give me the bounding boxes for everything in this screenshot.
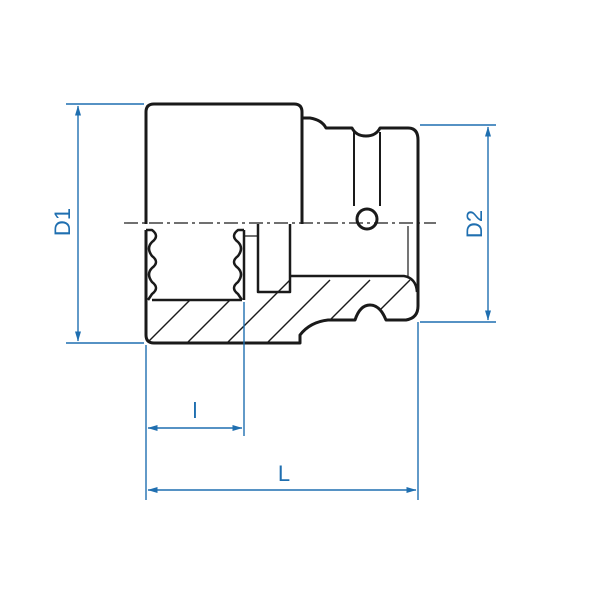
d2-label: D2 (462, 210, 487, 238)
drive-cavity (290, 274, 419, 293)
detent-hole (355, 207, 379, 231)
socket-head-outline (144, 102, 304, 224)
dimension-lines (66, 103, 496, 500)
socket-section (144, 224, 420, 345)
bore-floor (152, 224, 292, 302)
bore-12point-profile (146, 228, 244, 301)
L-label: L (278, 461, 290, 486)
drive-groove-lines (353, 132, 381, 206)
l-label: l (193, 398, 198, 423)
socket-body (144, 102, 420, 231)
drive-end-outline (302, 116, 420, 224)
head-lower-outline (144, 224, 420, 345)
drive-inner-lines (244, 226, 409, 276)
d1-label: D1 (50, 208, 75, 236)
